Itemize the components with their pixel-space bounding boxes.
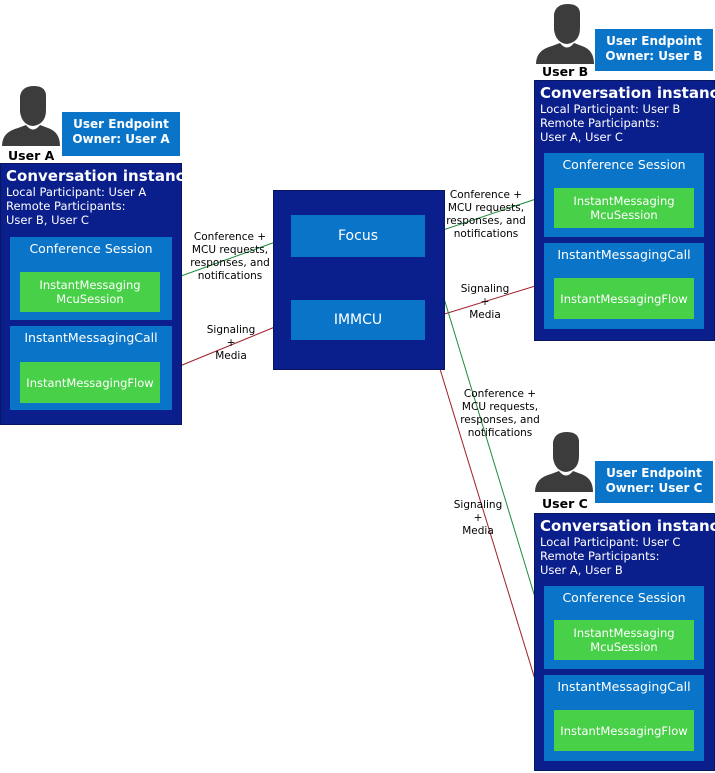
remote-participants-label: Remote Participants: (6, 199, 126, 213)
signaling-label-c: Signaling + Media (448, 499, 508, 538)
user-b-endpoint: User Endpoint Owner: User B (595, 29, 713, 71)
mcu-session-line2: McuSession (56, 292, 124, 306)
label-line: + (473, 512, 483, 524)
remote-participants: User A, User B (540, 563, 623, 577)
label-line: Conference + (449, 189, 523, 201)
label-line: + (226, 337, 236, 349)
remote-participants-label: Remote Participants: (540, 116, 660, 130)
label-line: responses, and (460, 414, 540, 426)
signaling-label-b: Signaling + Media (455, 283, 515, 322)
conference-line-c (424, 235, 546, 631)
user-c-label: User C (542, 496, 588, 511)
endpoint-title: User Endpoint (606, 34, 702, 48)
signaling-line-c (424, 319, 546, 713)
label-line: Conference + (193, 231, 267, 243)
conference-line-b (424, 195, 546, 237)
immcu-box: IMMCU (291, 300, 425, 340)
mcu-session-line2: McuSession (590, 208, 658, 222)
label-line: Media (469, 309, 501, 321)
conference-label-c: Conference + MCU requests, responses, an… (460, 388, 540, 440)
user-a-label: User A (8, 148, 55, 163)
conference-session-title: Conference Session (29, 241, 153, 256)
conversation-title: Conversation instance (6, 167, 195, 185)
user-c-endpoint: User Endpoint Owner: User C (595, 461, 713, 503)
mcu-session-line1: InstantMessaging (573, 626, 675, 640)
signaling-line-a (169, 319, 293, 371)
label-line: Media (462, 525, 494, 537)
label-line: notifications (197, 270, 263, 282)
conference-line-a (169, 235, 293, 281)
focus-box: Focus (291, 215, 425, 257)
label-line: notifications (453, 228, 519, 240)
im-call-title: InstantMessagingCall (24, 330, 158, 345)
label-line: notifications (467, 427, 533, 439)
user-c-person-icon (535, 432, 593, 492)
user-a-person-icon (2, 86, 60, 146)
im-call-title: InstantMessagingCall (557, 247, 691, 262)
label-line: Media (215, 350, 247, 362)
label-line: Signaling (460, 283, 510, 295)
conference-session-title: Conference Session (562, 590, 686, 605)
user-c-mcu-session: InstantMessaging McuSession (554, 620, 694, 660)
mcu-session-line1: InstantMessaging (573, 194, 675, 208)
remote-participants-label: Remote Participants: (540, 549, 660, 563)
endpoint-title: User Endpoint (73, 117, 169, 131)
local-participant: Local Participant: User A (6, 185, 147, 199)
local-participant: Local Participant: User B (540, 102, 681, 116)
mcu-session-line1: InstantMessaging (39, 278, 141, 292)
conference-label-a: Conference + MCU requests, responses, an… (190, 231, 270, 283)
signaling-line-b (424, 282, 546, 321)
endpoint-owner: Owner: User B (605, 49, 703, 63)
im-call-title: InstantMessagingCall (557, 679, 691, 694)
user-a-endpoint: User Endpoint Owner: User A (62, 112, 180, 156)
endpoint-owner: Owner: User C (605, 481, 703, 495)
label-line: MCU requests, (191, 244, 269, 256)
user-b-person-icon (536, 4, 594, 64)
user-b-label: User B (542, 64, 589, 79)
user-a-mcu-session: InstantMessaging McuSession (20, 272, 160, 312)
conversation-title: Conversation instance (540, 84, 715, 102)
user-b-im-flow: InstantMessagingFlow (554, 278, 694, 319)
label-line: MCU requests, (461, 401, 539, 413)
label-line: Signaling (206, 324, 256, 336)
local-participant: Local Participant: User C (540, 535, 681, 549)
remote-participants: User A, User C (540, 130, 623, 144)
label-line: Signaling (453, 499, 503, 511)
conversation-title: Conversation instance (540, 517, 715, 535)
label-line: responses, and (446, 215, 526, 227)
conference-label-b: Conference + MCU requests, responses, an… (446, 189, 526, 241)
conference-session-title: Conference Session (562, 157, 686, 172)
user-a-im-flow: InstantMessagingFlow (20, 362, 160, 403)
label-line: Conference + (463, 388, 537, 400)
signaling-label-a: Signaling + Media (200, 324, 262, 363)
mcu-session-line2: McuSession (590, 640, 658, 654)
label-line: MCU requests, (447, 202, 525, 214)
endpoint-title: User Endpoint (606, 466, 702, 480)
label-line: responses, and (190, 257, 270, 269)
user-b-mcu-session: InstantMessaging McuSession (554, 188, 694, 228)
user-c-im-flow: InstantMessagingFlow (554, 710, 694, 751)
endpoint-owner: Owner: User A (72, 132, 170, 146)
remote-participants: User B, User C (6, 213, 89, 227)
label-line: + (480, 296, 490, 308)
